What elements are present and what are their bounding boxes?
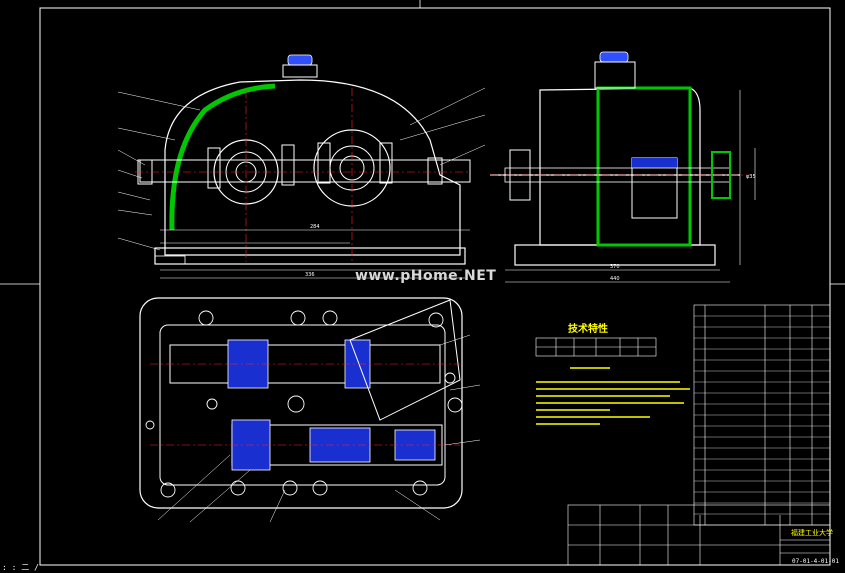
drawing-border [39, 7, 831, 566]
side-end-cap-left [509, 149, 531, 201]
top-leaders [157, 334, 481, 523]
front-section-curve [169, 83, 276, 231]
front-breather-knob [287, 54, 313, 66]
title-block-drawing-number: 07-01-4-01-01 [792, 558, 839, 565]
top-large-gear [349, 299, 461, 421]
front-housing-arc [164, 79, 461, 256]
front-flange [139, 159, 471, 183]
front-breather-body [282, 64, 318, 78]
side-breather-knob [599, 51, 629, 63]
side-dim-total: 440 [610, 276, 620, 282]
side-dim-shaft: φ35 [746, 174, 756, 180]
side-gear-teeth [632, 158, 677, 168]
side-end-cap-right [711, 151, 731, 199]
front-view: 336 284 [117, 54, 486, 279]
title-block [567, 504, 831, 566]
side-section-hatch [596, 86, 692, 247]
tech-notes-lines [536, 381, 690, 425]
title-block-university: 福建工业大学 [791, 529, 833, 537]
front-dim-base: 284 [310, 224, 320, 230]
front-leaders [117, 87, 486, 251]
side-view: 370 440 φ35 [490, 51, 756, 283]
front-dimensions [160, 229, 470, 279]
top-bolt-holes [145, 310, 463, 498]
top-housing-inner [159, 324, 446, 486]
side-base [514, 244, 716, 266]
front-bolts [137, 142, 443, 189]
watermark-text: www.pHome.NET [355, 268, 497, 284]
side-breather-body [594, 61, 636, 89]
top-view [139, 297, 481, 523]
front-dim-total: 336 [305, 272, 315, 278]
side-dimensions [505, 90, 756, 283]
side-dim-inner: 370 [610, 264, 620, 270]
tech-spec-table [535, 337, 657, 357]
tech-spec-title: 技术特性 [568, 324, 608, 335]
front-base-foot-left [154, 255, 186, 265]
parts-list-rows [694, 315, 830, 515]
front-base [154, 247, 466, 265]
command-line[interactable]: : : 二 / [2, 563, 39, 572]
